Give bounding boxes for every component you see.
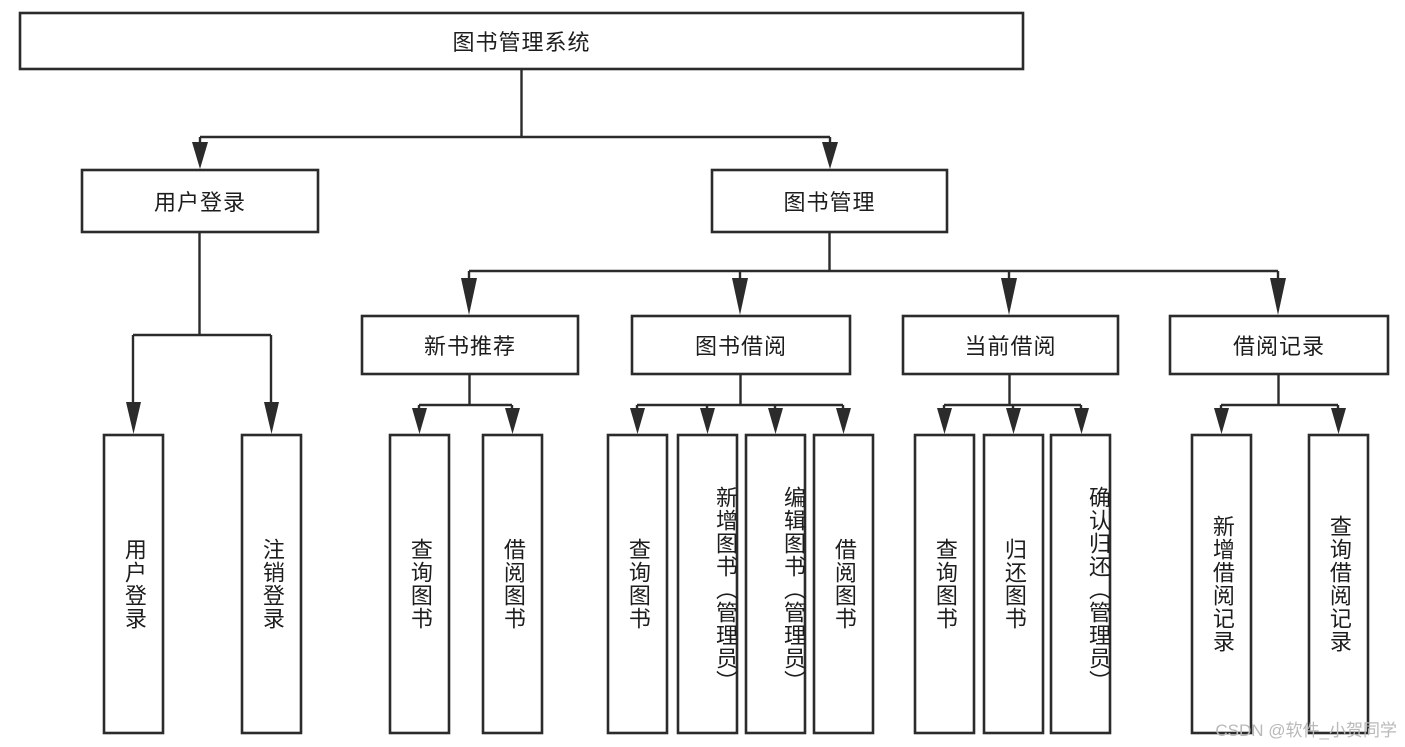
- node-box-user-login[interactable]: [80, 168, 320, 234]
- node-box-leaf[interactable]: [481, 433, 544, 735]
- arrowhead-icon: [1006, 408, 1021, 434]
- node-box-book-borrow[interactable]: [630, 314, 852, 376]
- arrowhead-icon: [700, 408, 715, 434]
- node-box-leaf[interactable]: [388, 433, 451, 735]
- edge-group-root-to-level2: [192, 69, 838, 169]
- node-box-leaf[interactable]: [913, 433, 976, 735]
- arrowhead-icon: [412, 408, 427, 434]
- node-box-leaf[interactable]: [676, 433, 739, 735]
- node-box-leaf[interactable]: [240, 433, 303, 735]
- arrowhead-icon: [1331, 408, 1346, 434]
- edge-group-xinshu-to-leaves: [412, 374, 520, 434]
- arrowhead-icon: [192, 142, 208, 169]
- arrowhead-icon: [264, 402, 279, 434]
- arrowhead-icon: [732, 278, 748, 315]
- node-box-leaf[interactable]: [1307, 433, 1370, 735]
- edge-group-yonghu-to-leaves: [126, 232, 279, 434]
- node-box-book-management[interactable]: [710, 168, 949, 234]
- node-box-root[interactable]: [18, 11, 1025, 71]
- edge-group-jieyue-to-leaves: [630, 374, 851, 434]
- arrowhead-icon: [937, 408, 952, 434]
- node-box-leaf[interactable]: [744, 433, 807, 735]
- arrowhead-icon: [768, 408, 783, 434]
- node-box-borrow-record[interactable]: [1168, 314, 1390, 376]
- node-box-leaf[interactable]: [102, 433, 165, 735]
- node-box-leaf[interactable]: [1049, 433, 1112, 735]
- edge-group-jilu-to-leaves: [1214, 374, 1346, 434]
- arrowhead-icon: [126, 402, 141, 434]
- arrowhead-icon: [505, 408, 520, 434]
- node-box-leaf[interactable]: [1190, 433, 1253, 735]
- arrowhead-icon: [836, 408, 851, 434]
- edge-group-tushu-to-level3: [461, 232, 1286, 315]
- arrowhead-icon: [822, 142, 838, 169]
- node-box-leaf[interactable]: [606, 433, 669, 735]
- arrowhead-icon: [461, 278, 477, 315]
- watermark-text: CSDN @软件_小贺同学: [1215, 721, 1397, 740]
- arrowhead-icon: [1214, 408, 1229, 434]
- node-box-current-borrow[interactable]: [901, 314, 1120, 376]
- arrowhead-icon: [1270, 278, 1286, 315]
- node-box-new-book-recommend[interactable]: [360, 314, 580, 376]
- node-box-leaf[interactable]: [982, 433, 1045, 735]
- edge-group-dangqian-to-leaves: [937, 374, 1089, 434]
- node-box-leaf[interactable]: [812, 433, 875, 735]
- arrowhead-icon: [630, 408, 645, 434]
- arrowhead-icon: [1074, 408, 1089, 434]
- arrowhead-icon: [1001, 278, 1017, 315]
